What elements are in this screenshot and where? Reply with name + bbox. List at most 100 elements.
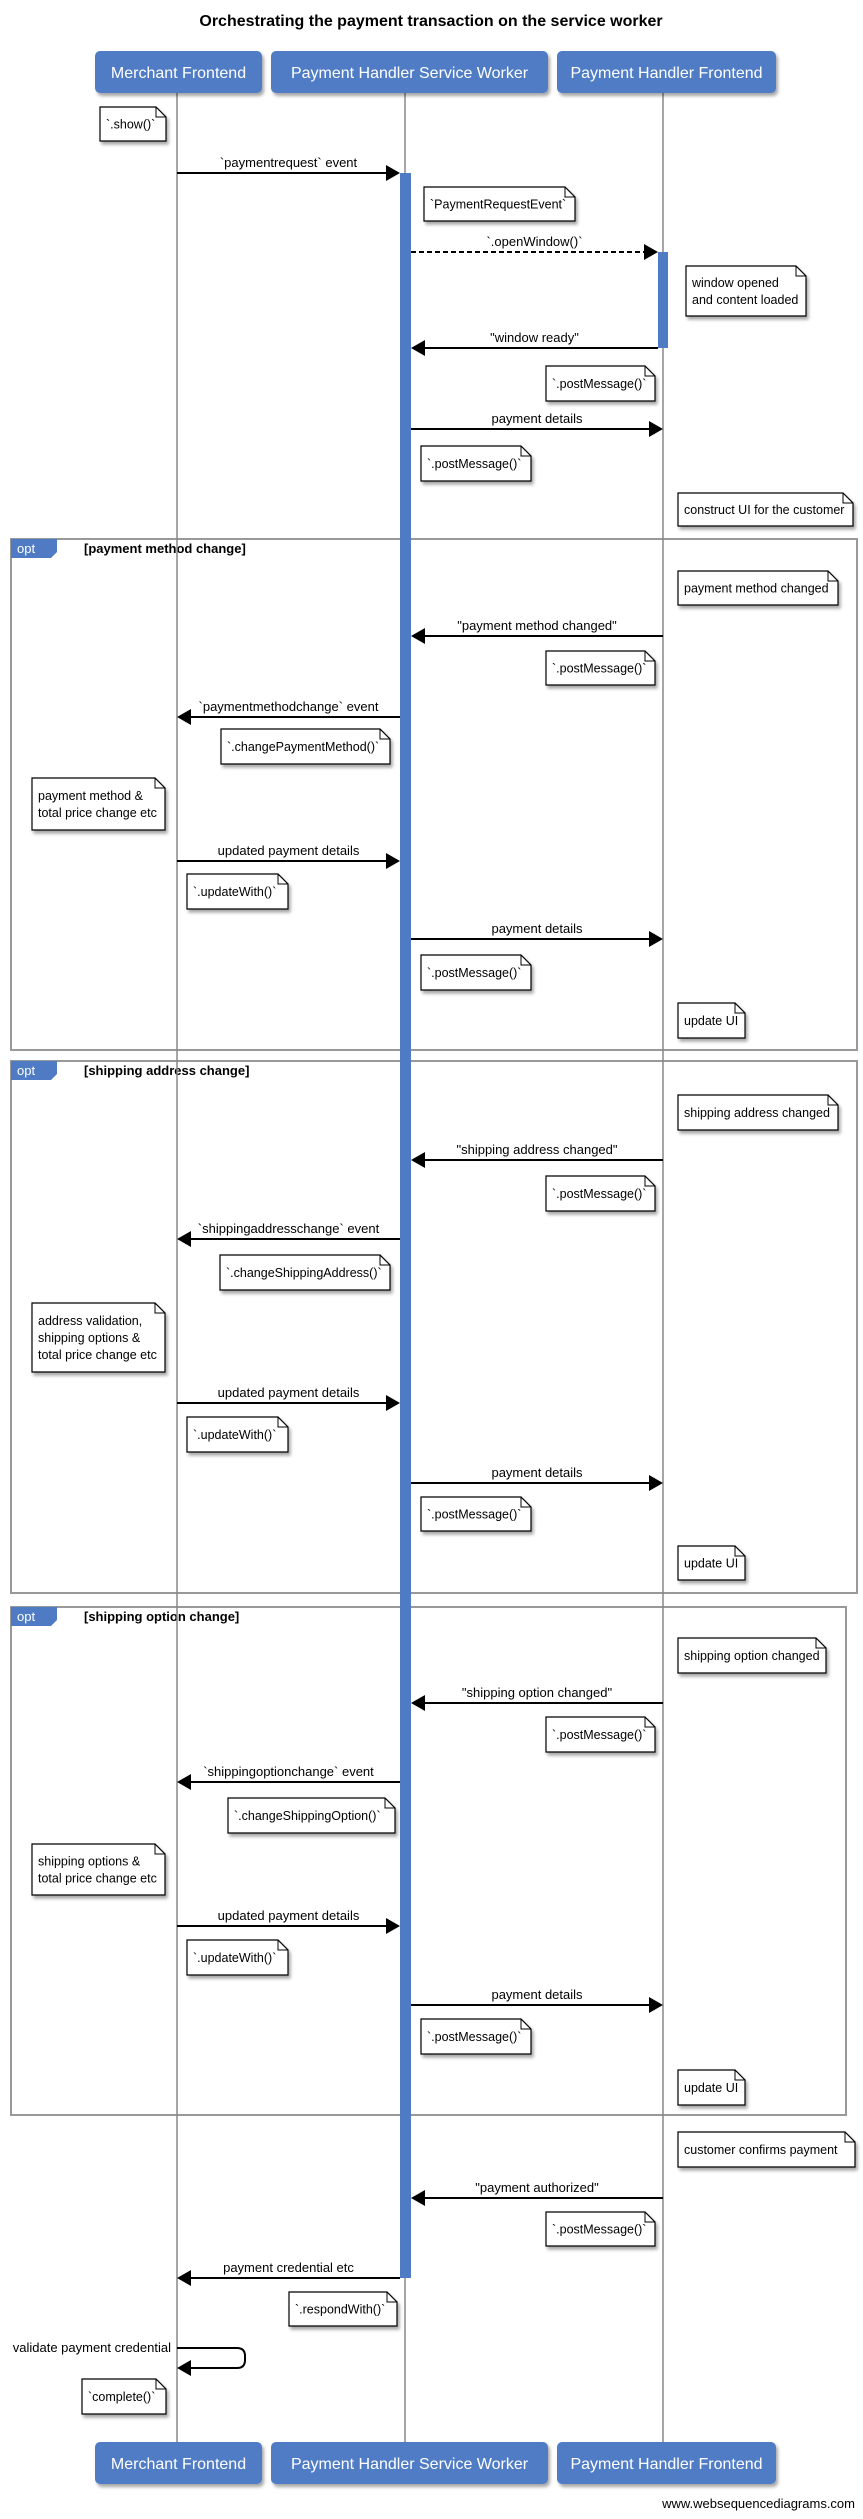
participant-name: Merchant Frontend [111,2456,246,2473]
fragment-operator: opt [17,541,35,556]
note-box [677,1094,839,1131]
note: construct UI for the customer [677,492,854,527]
message-label: `paymentmethodchange` event [199,699,379,714]
note-fold [734,2070,745,2081]
opt-fragment: opt [payment method change] [10,538,858,1051]
message: "shipping address changed" [411,1142,663,1168]
arrowhead [411,340,425,356]
participant-name: Payment Handler Service Worker [291,2456,529,2473]
note-text: `.show()` [106,118,155,132]
note-fold [155,107,166,118]
participant-header[interactable]: Payment Handler Frontend [557,51,776,93]
participant-name: Payment Handler Frontend [570,2456,762,2473]
message: `paymentrequest` event [177,155,400,181]
note-text: shipping options & [38,1331,141,1345]
note-box [423,186,576,222]
note-text: `.changeShippingOption()` [234,1809,381,1823]
note-fold [795,266,806,277]
participant-footer[interactable]: Merchant Frontend [95,2442,262,2484]
note-text: and content loaded [692,293,798,307]
participant-box [271,2442,548,2484]
fragments-layer: opt [payment method change]opt [shipping a… [10,538,858,2116]
participant-name: Payment Handler Service Worker [291,65,529,82]
message: "payment method changed" [411,618,663,644]
note-fold [644,1176,655,1187]
participant-box [271,51,548,93]
participant-box [95,51,262,93]
note: `.changeShippingAddress()` [219,1254,391,1291]
note-box [677,492,854,527]
participant-header[interactable]: Payment Handler Service Worker [271,51,548,93]
note-text: `.postMessage()` [552,1187,646,1201]
note-box [186,873,289,910]
message: payment details [411,1987,663,2013]
note: `.postMessage()` [420,954,532,991]
message: `shippingoptionchange` event [177,1764,400,1790]
arrowhead [386,1395,400,1411]
note-box [220,728,391,765]
message: `paymentmethodchange` event [177,699,400,725]
note-box [420,954,532,991]
note-box [545,2211,656,2247]
participant-footer[interactable]: Payment Handler Frontend [557,2442,776,2484]
note-text: shipping options & [38,1855,141,1869]
arrowhead [411,628,425,644]
note: `.changeShippingOption()` [227,1797,396,1834]
note: shipping option changed [677,1637,827,1674]
participant-box [557,51,776,93]
self-message-arrow [177,2347,246,2369]
note-fold [386,2292,397,2303]
note: `.updateWith()` [186,1416,289,1453]
note-text: total price change etc [38,1872,157,1886]
note-box [420,445,532,482]
note-fold [277,1417,288,1428]
fragment-operator-tab [11,1607,57,1626]
message: updated payment details [177,1385,400,1411]
arrowhead [649,931,663,947]
note-box [420,1496,532,1532]
note-text: total price change etc [38,806,157,820]
note: `.postMessage()` [545,650,656,686]
note: update UI [677,2069,746,2106]
message-label: `shippingoptionchange` event [203,1764,374,1779]
message: updated payment details [177,843,400,869]
arrowhead [177,2270,191,2286]
footer-watermark[interactable]: www.websequencediagrams.com [661,2496,855,2511]
note: `.postMessage()` [545,1716,656,1753]
note: `.postMessage()` [420,1496,532,1532]
note-box [219,1254,391,1291]
arrowhead [386,853,400,869]
note-fold [734,1003,745,1014]
note: `PaymentRequestEvent` [423,186,576,222]
message-label: updated payment details [218,1385,360,1400]
note-text: `.postMessage()` [552,662,646,676]
note-text: update UI [684,1557,738,1571]
note-box [685,265,807,317]
note-text: `.postMessage()` [552,2223,646,2237]
note-box [420,2018,532,2055]
fragment-condition: [shipping address change] [84,1063,249,1078]
note-box [31,1302,166,1373]
fragment-condition: [payment method change] [84,541,246,556]
note-box [31,777,166,831]
note: `.postMessage()` [420,2018,532,2055]
participant-footer[interactable]: Payment Handler Service Worker [271,2442,548,2484]
note: `.postMessage()` [545,2211,656,2247]
activation-bar [658,252,668,348]
note-text: payment method changed [684,582,829,596]
arrowhead [649,1997,663,2013]
note: `complete()` [81,2378,167,2415]
message: payment details [411,921,663,947]
note-box [99,106,167,142]
note: `.postMessage()` [545,1175,656,1212]
participant-header[interactable]: Merchant Frontend [95,51,262,93]
note: shipping address changed [677,1094,839,1131]
note-box [288,2291,398,2327]
note-fold [827,1095,838,1106]
arrowhead [644,244,658,260]
note-box [677,1002,746,1039]
note-fold [815,1638,826,1649]
